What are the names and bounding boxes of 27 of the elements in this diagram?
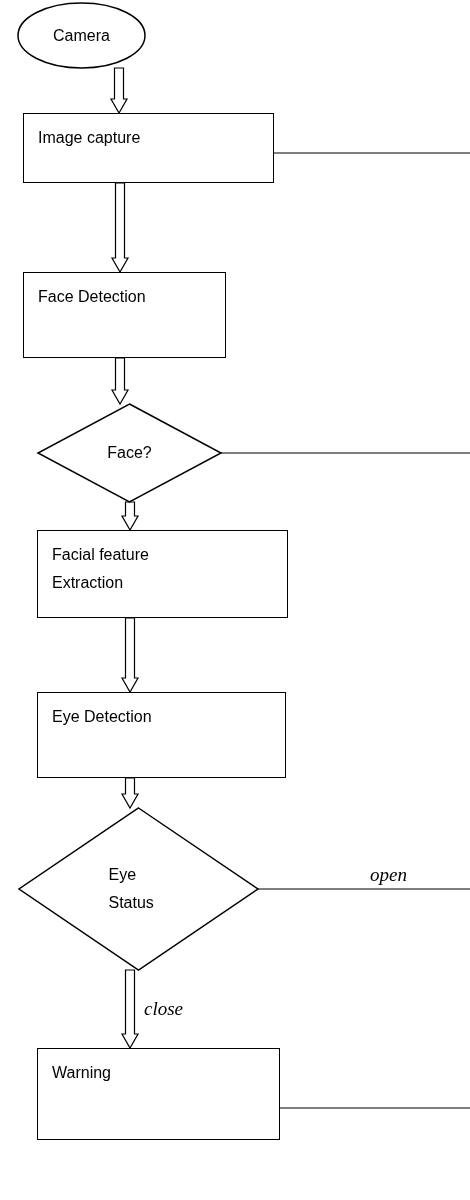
hollow-arrow — [109, 67, 129, 115]
process-box — [37, 692, 286, 778]
hollow-arrow — [120, 617, 140, 694]
hollow-arrow — [110, 182, 130, 274]
node-label: Eye Detection — [52, 707, 152, 727]
process-box — [37, 530, 288, 618]
decision-diamond — [19, 808, 258, 970]
connector-line — [220, 452, 470, 454]
process-box — [23, 272, 226, 358]
connector-line — [273, 152, 470, 154]
hollow-arrow — [110, 357, 130, 406]
node-label: Face Detection — [38, 287, 146, 307]
connector-line — [257, 888, 470, 890]
node-label: Face? — [107, 443, 152, 463]
process-box — [37, 1048, 280, 1140]
start-ellipse — [18, 3, 145, 68]
node-label: Camera — [53, 25, 110, 46]
node-label: Eye Status — [108, 865, 155, 913]
node-label: Image capture — [38, 128, 141, 148]
hollow-arrow — [120, 969, 140, 1050]
decision-diamond — [38, 404, 221, 502]
node-label: Warning — [52, 1063, 111, 1083]
hollow-arrow — [120, 501, 140, 532]
hollow-arrow — [120, 777, 140, 810]
node-label: Facial feature Extraction — [52, 545, 150, 593]
process-box — [23, 113, 274, 183]
connector-line — [279, 1107, 470, 1109]
